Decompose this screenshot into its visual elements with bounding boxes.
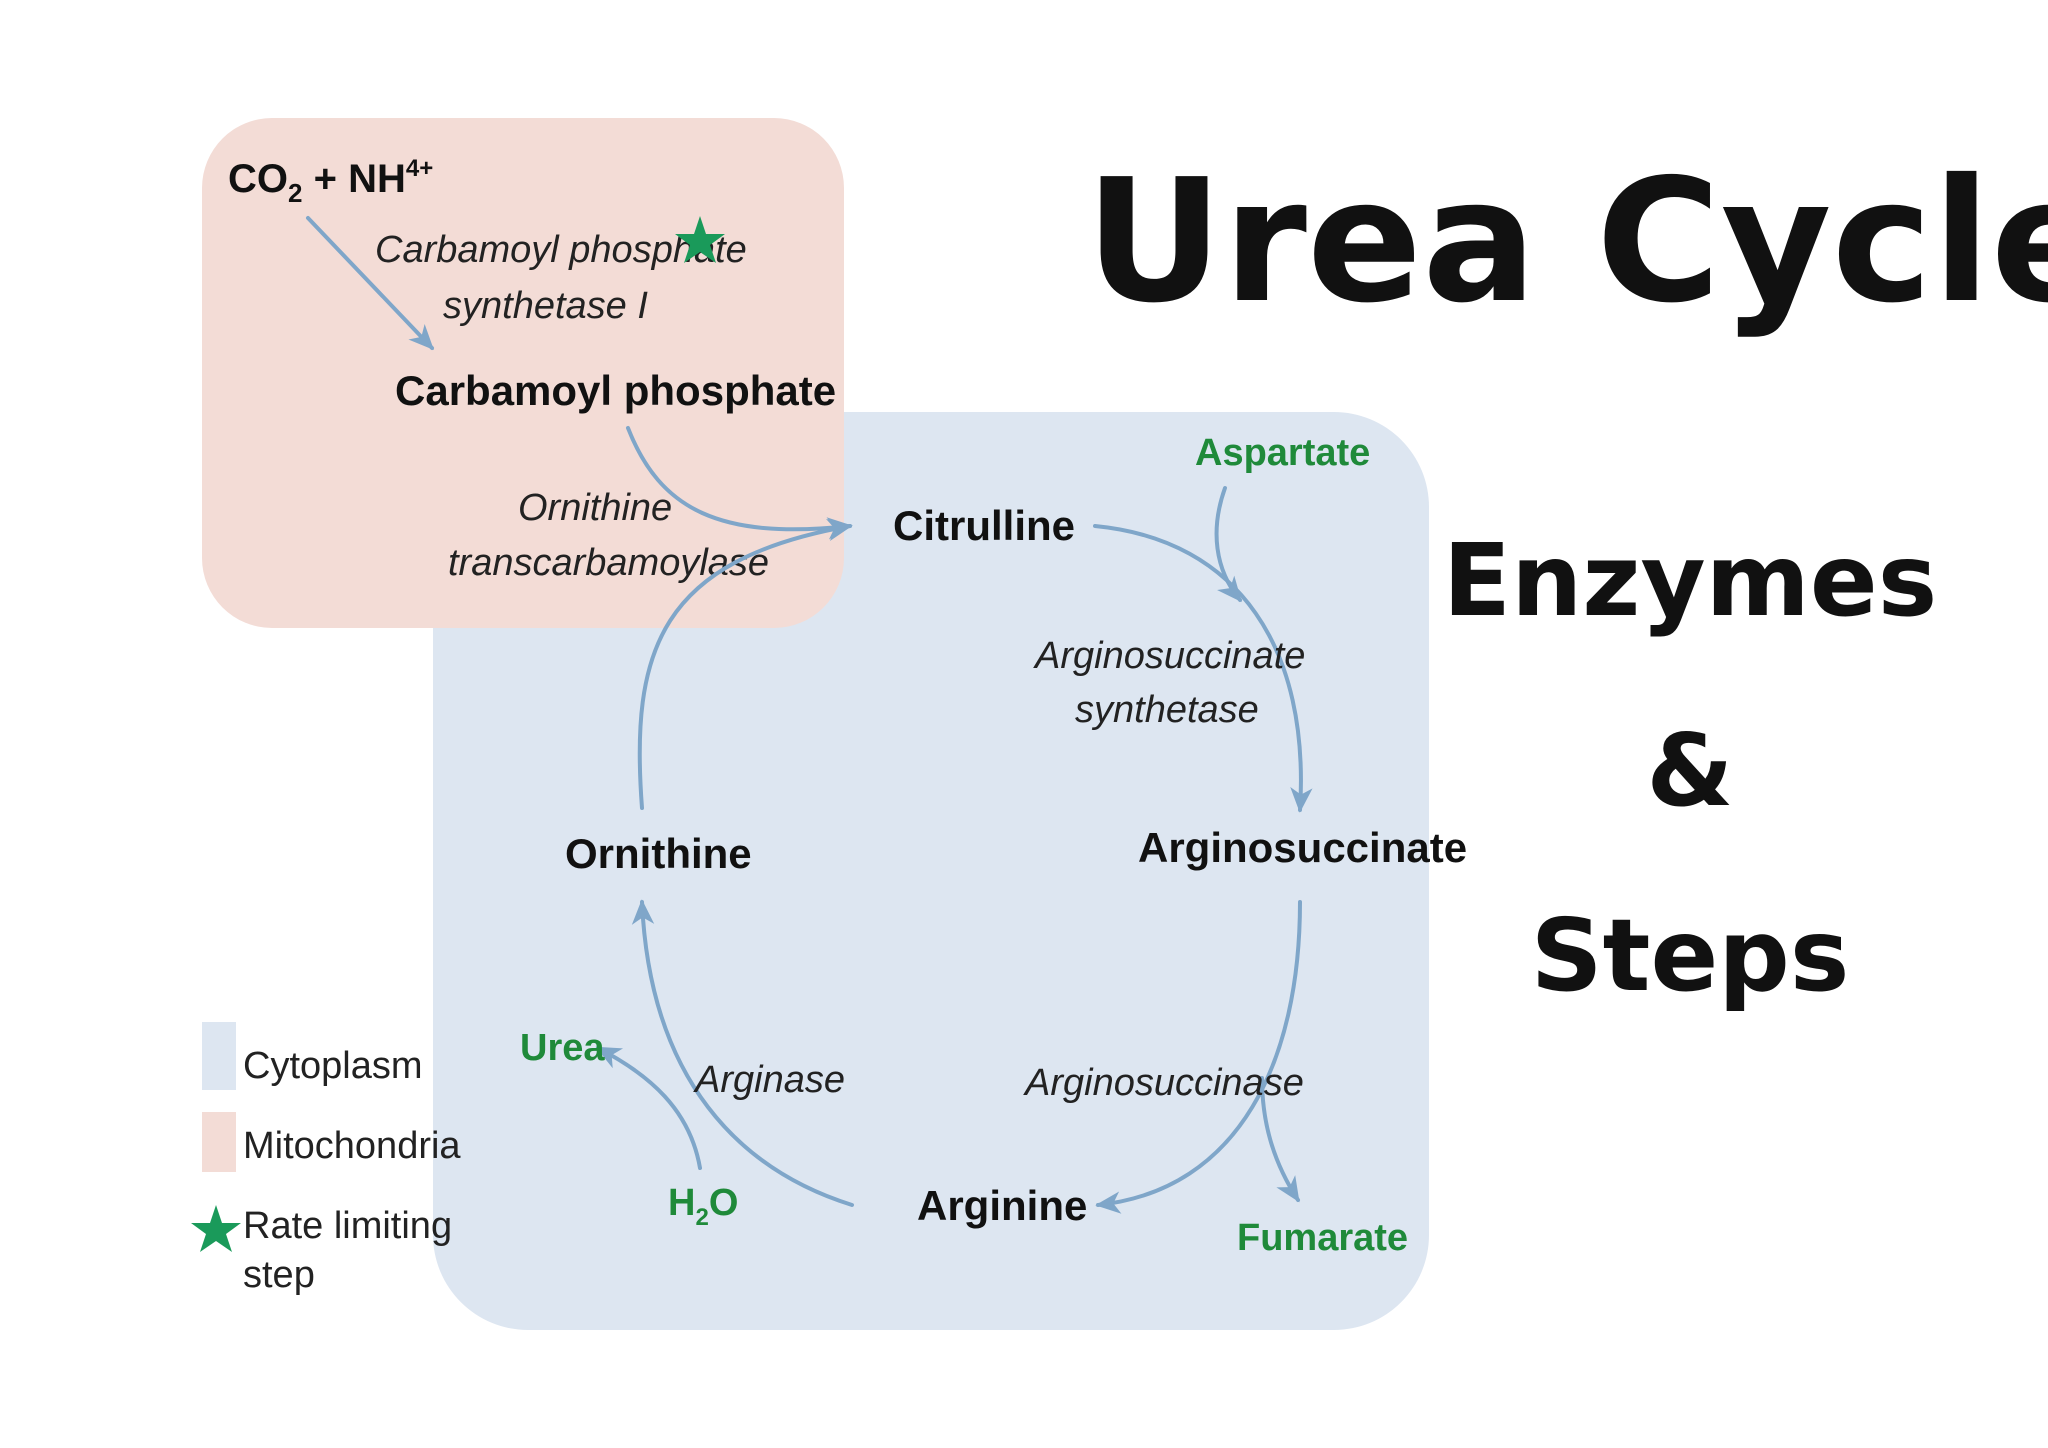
enzyme-asl: Arginosuccinase [1023,1062,1304,1104]
arrow-fumarate-out [1260,1076,1300,1203]
citrulline: Citrulline [893,502,1075,549]
reactant-co2-nh4: CO2 + NH4+ [228,155,433,208]
legend-star-icon [191,1205,241,1252]
enzyme-arginase: Arginase [693,1059,845,1101]
legend-cytoplasm-label: Cytoplasm [243,1045,423,1087]
subtitle-enzymes: Enzymes [1443,522,1937,639]
enzyme-ass-line2: synthetase [1075,689,1259,731]
enzyme-ass-line1: Arginosuccinate [1033,635,1305,677]
page-title: Urea Cycle [1085,143,2048,341]
aspartate: Aspartate [1195,432,1370,474]
fumarate: Fumarate [1237,1217,1408,1259]
arginine: Arginine [917,1182,1087,1229]
arrow-ornithine-to-citrulline [637,518,853,810]
subtitle-ampersand: & [1646,712,1733,829]
arrow-urea-out [595,1046,702,1170]
legend-rate-limiting-line2: step [243,1254,315,1296]
legend-mitochondria-label: Mitochondria [243,1125,461,1167]
water: H2O [668,1182,738,1231]
arrow-citrulline-to-arginosuccinate [1093,524,1313,813]
ornithine: Ornithine [565,830,752,877]
arginosuccinate: Arginosuccinate [1138,824,1467,871]
carbamoyl-phosphate: Carbamoyl phosphate [395,367,836,414]
arrow-arginosuccinate-to-arginine [1095,900,1302,1214]
legend-cytoplasm-swatch [202,1022,236,1090]
arrow-aspartate-in [1214,486,1242,603]
star-icon [675,216,725,263]
legend-mitochondria-swatch [202,1112,236,1172]
enzyme-cps1-line2: synthetase I [443,285,648,327]
subtitle-steps: Steps [1531,897,1850,1014]
arrow-arginine-to-ornithine [631,899,854,1207]
urea: Urea [520,1027,605,1069]
legend: Cytoplasm Mitochondria Rate limiting ste… [191,1022,461,1296]
cytoplasm-region [433,412,1429,1330]
enzyme-otc-line2: transcarbamoylase [448,542,769,584]
arrow-carbamoyl-to-citrulline [626,426,853,540]
arrow-co2-to-carbamoyl [306,216,434,351]
legend-rate-limiting-line1: Rate limiting [243,1205,452,1247]
enzyme-otc-line1: Ornithine [518,487,672,529]
